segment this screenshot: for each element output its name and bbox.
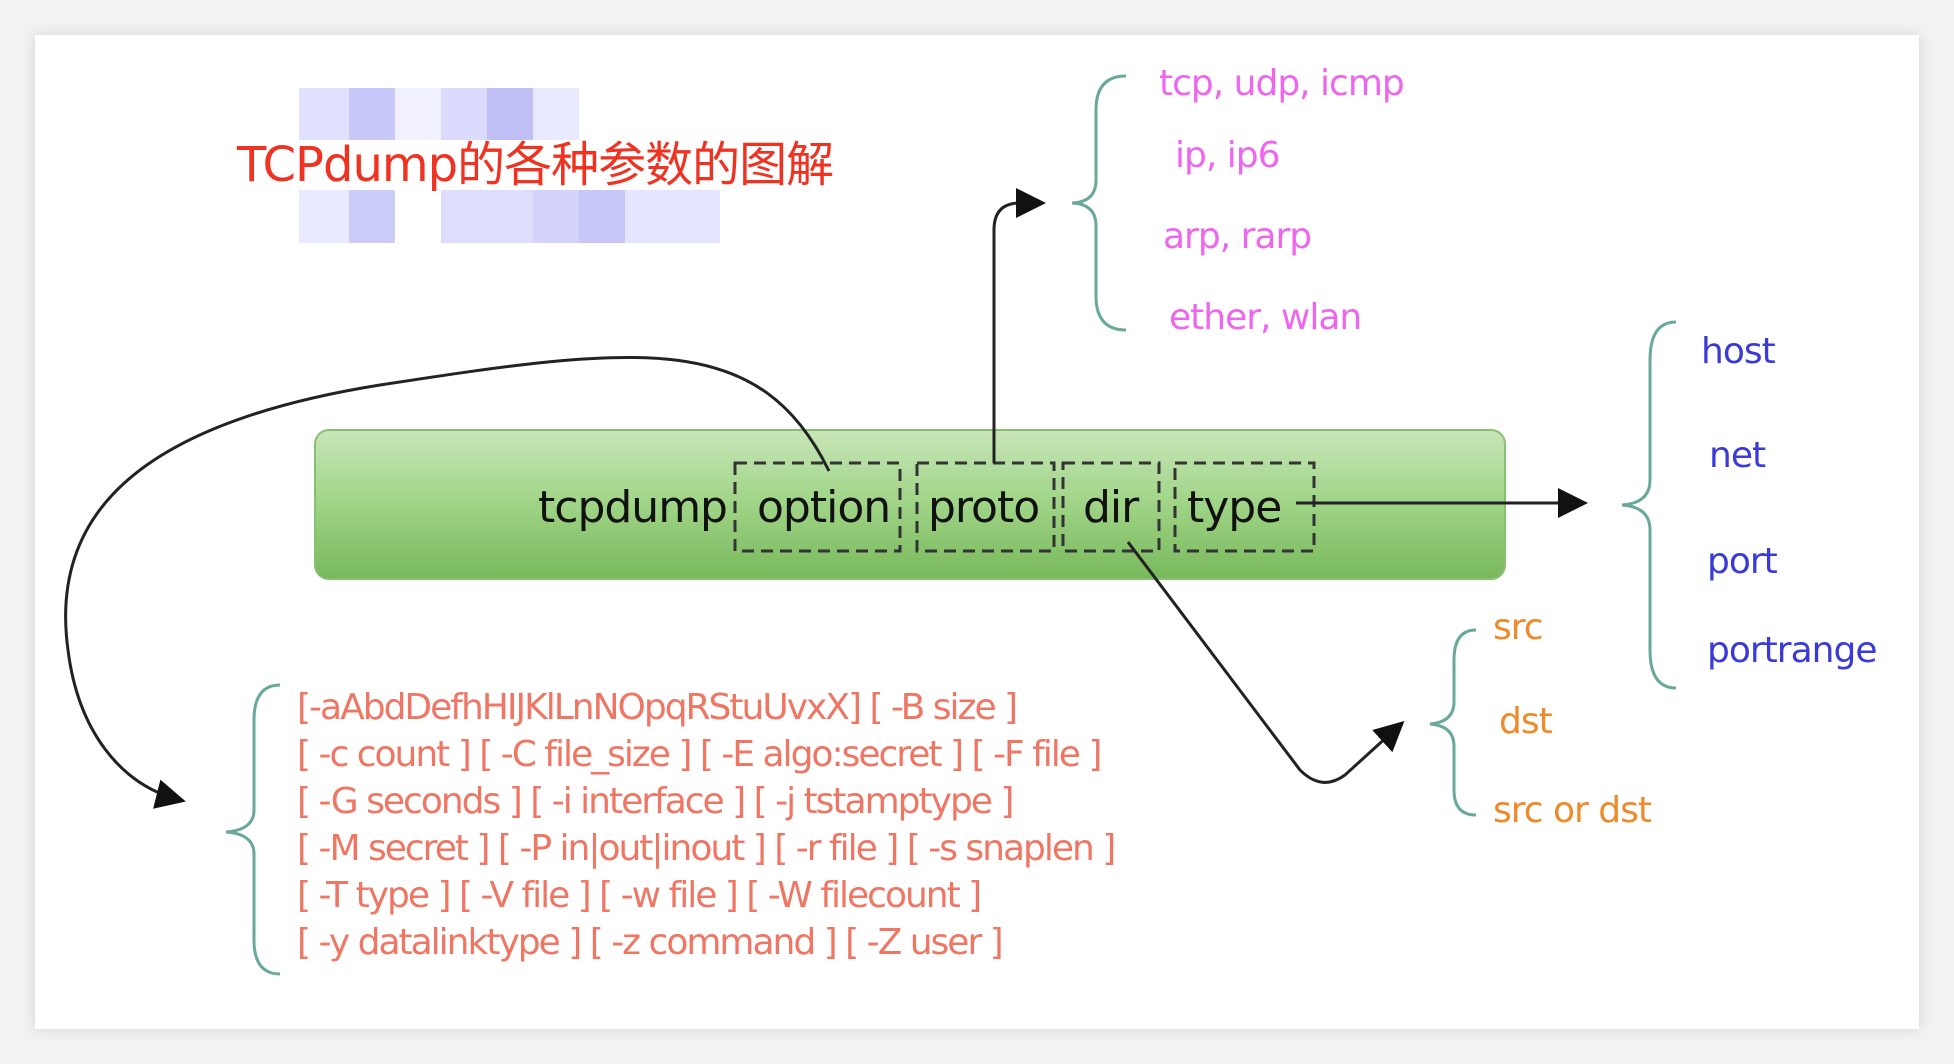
option-brace [225,683,281,976]
option-line: [ -M secret ] [ -P in|out|inout ] [ -r f… [297,828,1114,869]
command-name: tcpdump [538,482,727,533]
proto-label: proto [928,482,1039,533]
dir-value: src or dst [1493,790,1652,831]
title-mosaic [299,88,720,243]
type-value: portrange [1707,630,1876,671]
type-value: port [1707,541,1778,582]
dir-brace [1429,628,1477,817]
dir-arrow [1126,541,1405,784]
option-line: [ -T type ] [ -V file ] [ -w file ] [ -W… [297,875,980,916]
proto-box [915,461,1056,553]
proto-arrow [992,188,1046,463]
dir-box [1061,461,1161,553]
dir-value: dst [1499,701,1553,742]
option-line: [ -c count ] [ -C file_size ] [ -E algo:… [297,734,1100,775]
type-label: type [1187,482,1281,533]
proto-brace [1071,74,1127,332]
option-box [733,461,902,553]
option-line: [ -G seconds ] [ -i interface ] [ -j tst… [297,781,1012,822]
option-line: [ -y datalinktype ] [ -z command ] [ -Z … [297,922,1002,963]
type-box [1173,461,1316,553]
dir-label: dir [1083,482,1140,533]
proto-value: ether, wlan [1169,297,1361,338]
type-brace [1621,320,1677,690]
proto-value: ip, ip6 [1175,135,1280,176]
diagram-title: TCPdump的各种参数的图解 [236,137,833,193]
type-value: net [1709,435,1766,476]
option-line: [-aAbdDefhHIJKlLnNOpqRStuUvxX] [ -B size… [297,687,1016,728]
option-arrow [64,355,831,809]
type-value: host [1701,331,1776,372]
option-label: option [757,482,890,533]
proto-value: arp, rarp [1163,216,1311,257]
proto-value: tcp, udp, icmp [1159,63,1404,104]
dir-value: src [1493,607,1543,648]
